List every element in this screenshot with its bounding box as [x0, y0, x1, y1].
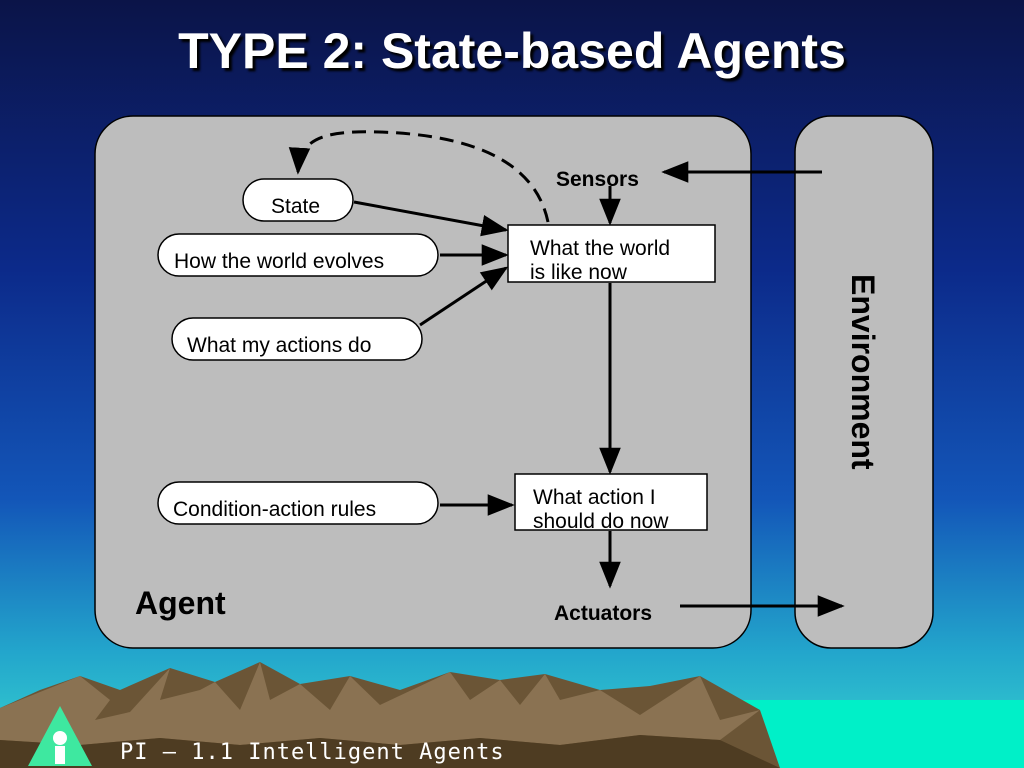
actions-to-world-arrow [419, 266, 509, 327]
actuators-label: Actuators [554, 602, 652, 625]
slide-footer: PI – 1.1 Intelligent Agents [120, 740, 505, 765]
slide-title: TYPE 2: State-based Agents [178, 23, 846, 79]
world-now-line2: is like now [530, 261, 628, 284]
condition-action-rules-label: Condition-action rules [173, 498, 376, 521]
action-now-line1: What action I [533, 486, 656, 509]
state-node-label: State [271, 195, 320, 218]
state-feedback-arrow [288, 130, 550, 223]
agent-label: Agent [135, 585, 226, 621]
environment-label: Environment [845, 274, 881, 470]
how-world-evolves-label: How the world evolves [174, 250, 384, 273]
state-to-world-arrow [353, 200, 509, 237]
how-world-evolves-node [157, 233, 439, 277]
what-my-actions-do-node [171, 317, 423, 361]
condition-action-rules-node [157, 481, 439, 525]
sensors-label: Sensors [556, 168, 639, 191]
world-now-line1: What the world [530, 237, 670, 260]
action-now-box [514, 473, 708, 531]
environment-panel [794, 115, 934, 649]
state-node [242, 178, 354, 222]
world-now-box [507, 224, 716, 283]
logo-icon [28, 706, 92, 766]
action-now-line2: should do now [533, 510, 669, 533]
mountains-decoration [0, 662, 780, 768]
agent-panel [94, 115, 752, 649]
what-my-actions-do-label: What my actions do [187, 334, 371, 357]
